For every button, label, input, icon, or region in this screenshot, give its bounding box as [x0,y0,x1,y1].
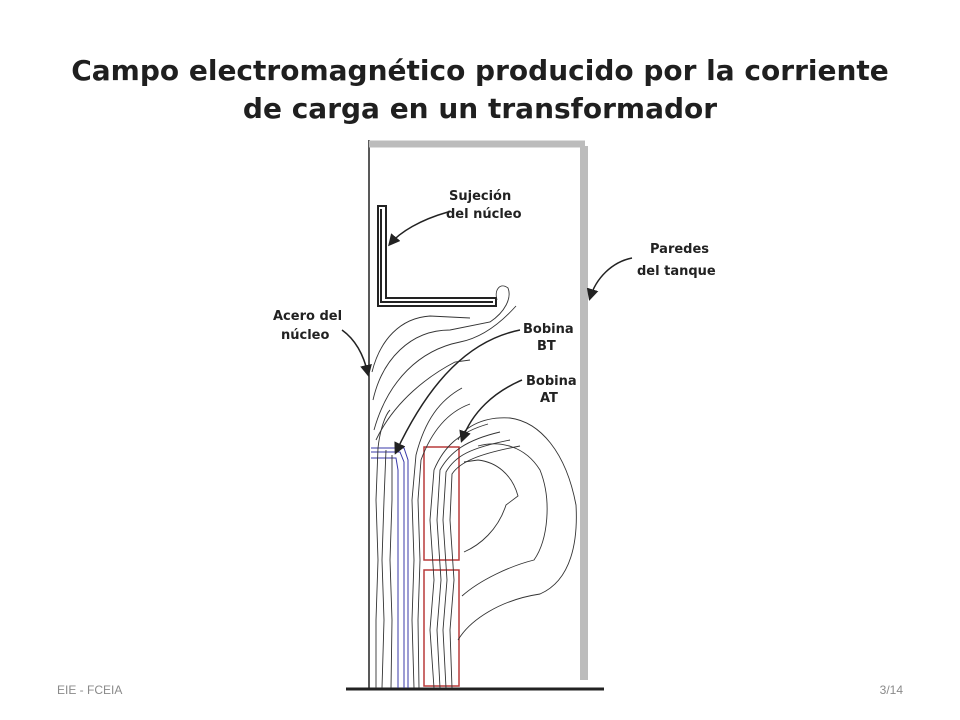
page-number: 3/14 [879,683,903,697]
tank-outline [346,140,604,691]
label-arrows [341,211,633,455]
label-hv-coil-2: AT [540,391,558,406]
label-tank-walls-2: del tanque [637,264,716,279]
upper-winding-block [423,446,460,561]
lower-winding-block [423,569,460,687]
label-hv-coil-1: Bobina [526,374,577,389]
footer-source: EIE - FCEIA [57,683,123,697]
label-lv-coil-1: Bobina [523,322,574,337]
label-lv-coil-2: BT [537,339,556,354]
slide-title-line-2: de carga en un transformador [242,92,718,125]
label-core-clamp-1: Sujeción [449,189,511,204]
core-clamp-bracket-inner [380,209,493,303]
tank-wall [580,146,588,680]
flux-lines [371,285,577,689]
label-tank-walls-1: Paredes [650,242,709,257]
label-core-steel-2: núcleo [281,328,329,343]
slide-title: Campo electromagnético producido por la … [40,52,920,128]
label-core-steel-1: Acero del [273,309,342,324]
core-clamp-bracket [377,205,497,307]
label-core-clamp-2: del núcleo [446,207,522,222]
slide-title-line-1: Campo electromagnético producido por la … [71,54,889,87]
